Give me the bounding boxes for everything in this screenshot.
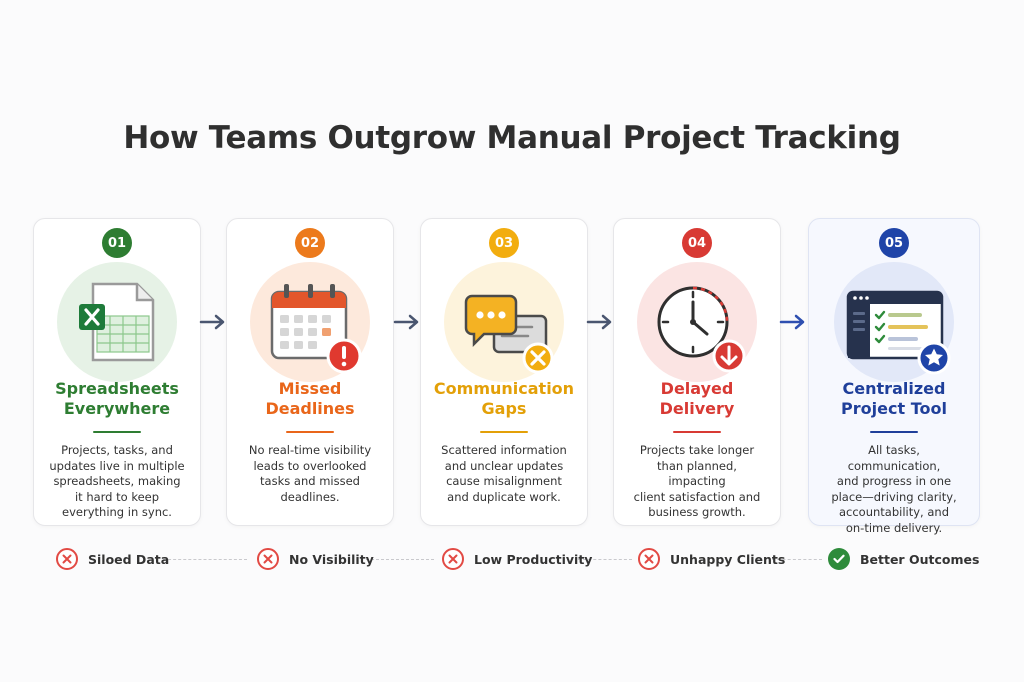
- description-line: leads to overlooked: [253, 458, 367, 473]
- description-line: accountability, and: [838, 505, 949, 519]
- description-line: on-time delivery.: [845, 520, 943, 535]
- description-line: business growth.: [648, 505, 746, 519]
- step-description: Projects, tasks, and updates live in mul…: [48, 443, 186, 521]
- connector-line: [163, 559, 247, 560]
- arrow-right-icon: [393, 314, 419, 330]
- x-circle-icon: [56, 548, 78, 570]
- step-title-line: Delivery: [659, 399, 735, 418]
- description-line: cause misalignment: [446, 474, 562, 488]
- description-line: place—driving clarity,: [831, 489, 957, 504]
- title-underline: [93, 431, 141, 433]
- outcome-item: Better Outcomes: [828, 546, 979, 572]
- outcome-item: Unhappy Clients: [638, 546, 785, 572]
- outcome-item: Low Productivity: [442, 546, 592, 572]
- description-line: Projects take longer: [639, 443, 755, 457]
- step-title: Spreadsheets Everywhere: [34, 379, 200, 419]
- step-description: Projects take longer than planned, impac…: [628, 443, 766, 521]
- outcome-label: No Visibility: [289, 551, 374, 567]
- title-underline: [480, 431, 528, 433]
- step-title-line: Spreadsheets: [55, 379, 179, 398]
- description-line: No real-time visibility: [248, 443, 372, 457]
- x-circle-icon: [257, 548, 279, 570]
- calendar-alert-icon: [250, 262, 370, 382]
- step-number-badge: 02: [295, 228, 325, 258]
- description-line: client satisfaction and: [633, 489, 761, 504]
- step-card-5: 05 Centralized Project Tool: [808, 218, 980, 535]
- description-line: deadlines.: [280, 489, 340, 504]
- step-number-badge: 01: [102, 228, 132, 258]
- connector-line: [366, 559, 434, 560]
- step-title: Communication Gaps: [421, 379, 587, 419]
- x-circle-icon: [442, 548, 464, 570]
- spreadsheet-icon: [57, 262, 177, 382]
- step-title: Delayed Delivery: [614, 379, 780, 419]
- description-line: everything in sync.: [62, 505, 172, 519]
- step-title: Centralized Project Tool: [809, 379, 979, 419]
- step-description: Scattered information and unclear update…: [435, 443, 573, 505]
- outcome-label: Siloed Data: [88, 551, 170, 567]
- description-line: spreadsheets, making: [53, 474, 181, 488]
- description-line: Scattered information: [441, 443, 567, 457]
- step-description: All tasks, communication, and progress i…: [823, 443, 965, 536]
- title-underline: [286, 431, 334, 433]
- description-line: and duplicate work.: [447, 489, 561, 504]
- step-title-line: Centralized: [842, 379, 946, 398]
- step-title-line: Deadlines: [265, 399, 355, 418]
- clock-delay-icon: [637, 262, 757, 382]
- outcome-item: Siloed Data: [56, 546, 169, 572]
- description-line: than planned, impacting: [657, 458, 737, 489]
- arrow-right-icon: [199, 314, 225, 330]
- step-title-line: Delayed: [660, 379, 734, 398]
- step-title-line: Project Tool: [841, 399, 947, 418]
- connector-line: [772, 559, 822, 560]
- step-title: Missed Deadlines: [227, 379, 393, 419]
- x-circle-icon: [638, 548, 660, 570]
- step-number-badge: 05: [879, 228, 909, 258]
- title-underline: [673, 431, 721, 433]
- outcome-label: Low Productivity: [474, 551, 593, 567]
- outcome-item: No Visibility: [257, 546, 374, 572]
- step-card-2: 02 Missed Deadlines No real-t: [226, 218, 394, 526]
- outcome-label: Unhappy Clients: [670, 551, 786, 567]
- description-line: and unclear updates: [444, 458, 564, 473]
- description-line: Projects, tasks, and: [61, 443, 173, 457]
- step-card-4: 04 Delayed Delivery Projects take longer…: [613, 218, 781, 526]
- arrow-right-icon: [586, 314, 612, 330]
- step-number-badge: 03: [489, 228, 519, 258]
- step-title-line: Missed: [278, 379, 342, 398]
- description-line: tasks and missed: [260, 474, 360, 488]
- description-line: it hard to keep: [74, 489, 160, 504]
- page-title: How Teams Outgrow Manual Project Trackin…: [123, 120, 901, 156]
- title-underline: [870, 431, 918, 433]
- check-circle-icon: [828, 548, 850, 570]
- step-card-3: 03 Communication Gaps Scattered informat…: [420, 218, 588, 526]
- step-title-line: Everywhere: [63, 399, 171, 418]
- arrow-right-icon: [779, 314, 805, 330]
- description-line: and progress in one: [836, 474, 952, 488]
- connector-line: [578, 559, 632, 560]
- chat-bubbles-icon: [444, 262, 564, 382]
- step-title-line: Gaps: [481, 399, 527, 418]
- outcome-label: Better Outcomes: [860, 551, 980, 567]
- step-number-badge: 04: [682, 228, 712, 258]
- description-line: All tasks, communication,: [847, 443, 941, 473]
- dashboard-star-icon: [834, 262, 954, 382]
- description-line: updates live in multiple: [49, 458, 185, 473]
- step-card-1: 01 Spreadsheets Everywhere Projects, tas…: [33, 218, 201, 526]
- step-title-line: Communication: [433, 379, 575, 398]
- step-description: No real-time visibility leads to overloo…: [241, 443, 379, 505]
